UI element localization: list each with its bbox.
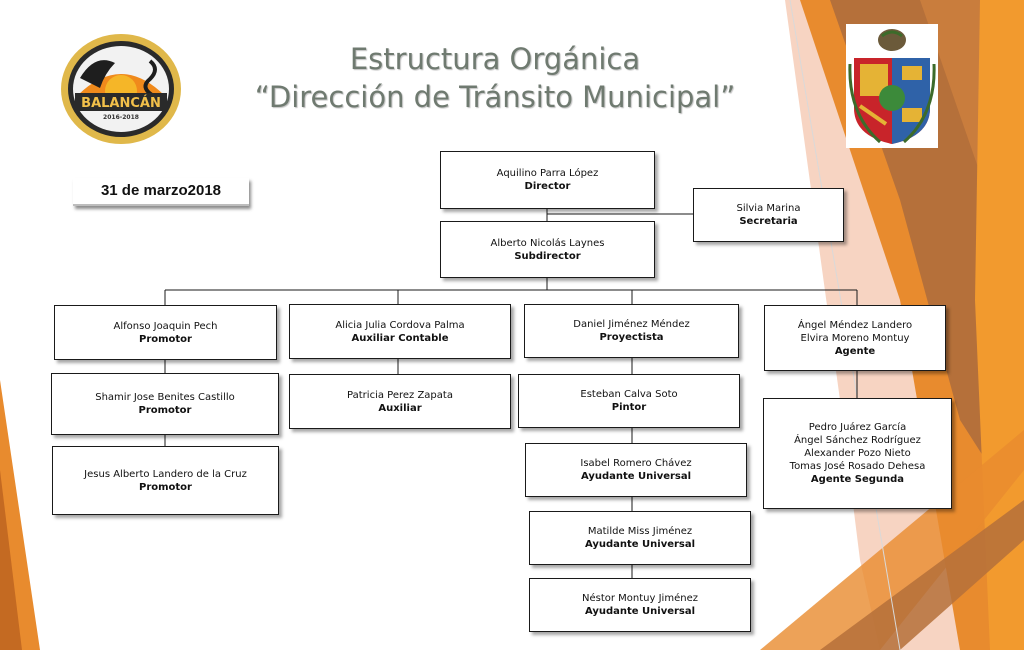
org-box-promotor-1: Alfonso Joaquin Pech Promotor: [54, 305, 277, 360]
person-name: Pedro Juárez García: [808, 422, 907, 433]
page-title-line2: “Dirección de Tránsito Municipal”: [254, 80, 736, 114]
org-box-auxiliar: Patricia Perez Zapata Auxiliar: [289, 374, 511, 429]
person-name: Alberto Nicolás Laynes: [490, 237, 605, 249]
role-label: Ayudante Universal: [584, 539, 696, 550]
state-coat-of-arms-icon: [846, 24, 938, 148]
person-name: Silvia Marina: [736, 203, 801, 214]
person-name: Aquilino Parra López: [496, 168, 599, 179]
role-label: Subdirector: [514, 250, 581, 262]
role-label: Promotor: [138, 481, 192, 493]
org-box-director: Aquilino Parra López Director: [440, 151, 655, 209]
person-name: Daniel Jiménez Méndez: [573, 319, 690, 330]
org-box-promotor-2: Shamir Jose Benites Castillo Promotor: [51, 373, 279, 435]
org-box-proyectista: Daniel Jiménez Méndez Proyectista: [524, 304, 739, 358]
org-box-ayudante-3: Néstor Montuy Jiménez Ayudante Universal: [529, 578, 751, 632]
date-label: 31 de marzo2018: [73, 178, 249, 206]
org-box-subdirector: Alberto Nicolás Laynes Subdirector: [440, 221, 655, 278]
person-name: Néstor Montuy Jiménez: [582, 593, 698, 604]
role-label: Pintor: [611, 402, 647, 413]
org-box-agente: Ángel Méndez Landero Elvira Moreno Montu…: [764, 305, 946, 371]
person-name: Tomas José Rosado Dehesa: [789, 461, 926, 472]
org-box-agente-segunda: Pedro Juárez García Ángel Sánchez Rodríg…: [763, 398, 952, 509]
role-label: Ayudante Universal: [580, 471, 692, 482]
person-name: Jesus Alberto Landero de la Cruz: [84, 468, 247, 480]
org-box-auxiliar-contable: Alicia Julia Cordova Palma Auxiliar Cont…: [289, 304, 511, 359]
role-label: Agente: [834, 345, 876, 357]
org-box-ayudante-2: Matilde Miss Jiménez Ayudante Universal: [529, 511, 751, 565]
person-name: Ángel Sánchez Rodríguez: [794, 435, 921, 446]
role-label: Promotor: [138, 333, 192, 345]
role-label: Promotor: [138, 405, 192, 416]
role-label: Secretaria: [739, 216, 798, 227]
org-box-secretary: Silvia Marina Secretaria: [693, 188, 844, 242]
person-name: Alicia Julia Cordova Palma: [335, 319, 465, 331]
person-name: Esteban Calva Soto: [580, 389, 678, 400]
org-box-ayudante-1: Isabel Romero Chávez Ayudante Universal: [525, 443, 747, 497]
person-name: Matilde Miss Jiménez: [587, 526, 693, 537]
role-label: Director: [524, 181, 571, 192]
role-label: Auxiliar Contable: [351, 332, 449, 344]
role-label: Auxiliar: [378, 402, 422, 414]
role-label: Proyectista: [599, 332, 664, 343]
person-name: Patricia Perez Zapata: [347, 389, 453, 401]
svg-text:2016-2018: 2016-2018: [103, 114, 139, 121]
org-box-promotor-3: Jesus Alberto Landero de la Cruz Promoto…: [52, 446, 279, 515]
org-box-pintor: Esteban Calva Soto Pintor: [518, 374, 740, 428]
person-name: Isabel Romero Chávez: [580, 458, 692, 469]
balancan-seal-icon: BALANCÁN 2016-2018: [61, 34, 181, 144]
role-label: Ayudante Universal: [584, 606, 696, 617]
role-label: Agente Segunda: [810, 474, 905, 485]
svg-text:BALANCÁN: BALANCÁN: [81, 95, 161, 111]
person-name: Alexander Pozo Nieto: [804, 448, 911, 459]
person-name: Ángel Méndez Landero: [797, 319, 913, 331]
page-title-line1: Estructura Orgánica: [349, 42, 641, 76]
person-name: Elvira Moreno Montuy: [800, 332, 910, 344]
person-name: Alfonso Joaquin Pech: [113, 320, 218, 332]
person-name: Shamir Jose Benites Castillo: [95, 392, 235, 403]
